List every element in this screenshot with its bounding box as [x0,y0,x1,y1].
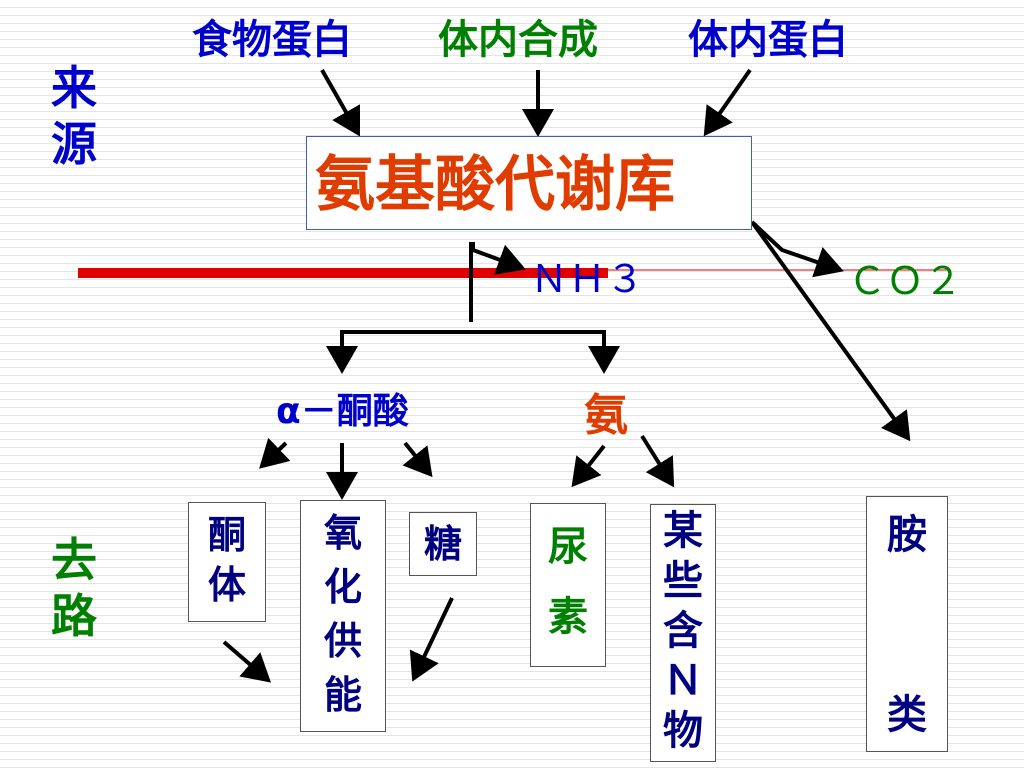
ketone-body-char: 体 [207,563,246,607]
oxidation-label: 氧 化 供 能 [300,506,386,722]
n-compounds-box [650,504,716,762]
arrow-ammonia-to-urea [571,444,606,488]
ketone-body-label: 酮 体 [188,510,266,610]
source-food-protein: 食物蛋白 [192,17,352,63]
source-body-protein: 体内蛋白 [688,17,848,63]
urea-box [530,503,606,667]
arrow-to-nh3 [471,242,526,275]
destination-label-char: 路 [51,589,97,643]
oxidation-char: 化 [323,565,362,609]
ammonia-label: 氨 [584,390,628,441]
destination-label-char: 去 [51,533,97,587]
arrow-to-amines [750,220,911,442]
source-synthesis: 体内合成 [438,17,598,63]
source-label: 来 源 [44,60,104,172]
oxidation-box [300,500,386,732]
n-compounds-char: 含 [663,608,703,654]
urea-char: 尿 [548,524,588,570]
n-compounds-char: 些 [663,558,703,604]
nh3-label: ＮＨ３ [530,257,645,301]
source-label-char: 来 [51,61,97,115]
n-compounds-char: 某 [663,508,703,554]
n-compounds-label: 某 些 含 Ｎ 物 [650,506,716,756]
oxidation-char: 氧 [323,511,362,555]
arrow-keto-to-sugar [402,441,433,478]
sugar-box [409,512,477,576]
destination-label: 去 路 [44,532,104,644]
oxidation-char: 能 [323,673,362,717]
urea-label: 尿 素 [530,512,606,652]
source-label-char: 源 [51,117,97,171]
arrow-food-to-pool [320,69,360,137]
ketone-body-char: 酮 [207,513,246,557]
arrow-keto-to-ketone [259,437,291,469]
amino-acid-pool-label: 氨基酸代谢库 [315,150,675,220]
arrow-ammonia-to-ncomp [640,434,675,488]
amino-acid-pool-box: 氨基酸代谢库 [306,136,752,230]
urea-char: 素 [548,594,588,640]
amines-label: 胺 类 [866,510,948,740]
sugar-label: 糖 [423,522,462,566]
amines-char: 类 [887,692,927,738]
arrow-ketone-to-oxidation [222,640,272,683]
keto-acid-label: α－酮酸 [276,391,409,432]
ketone-body-box [188,502,266,622]
arrow-sugar-to-oxidation [409,597,454,682]
arrow-body-to-pool [703,68,752,137]
amines-box [866,496,948,752]
oxidation-char: 供 [323,619,362,663]
n-compounds-char: Ｎ [663,658,703,704]
arrow-to-co2 [750,220,844,278]
n-compounds-char: 物 [663,708,703,754]
red-bar [78,268,608,278]
amines-char: 胺 [887,512,927,558]
co2-label: ＣＯ２ [848,259,963,303]
